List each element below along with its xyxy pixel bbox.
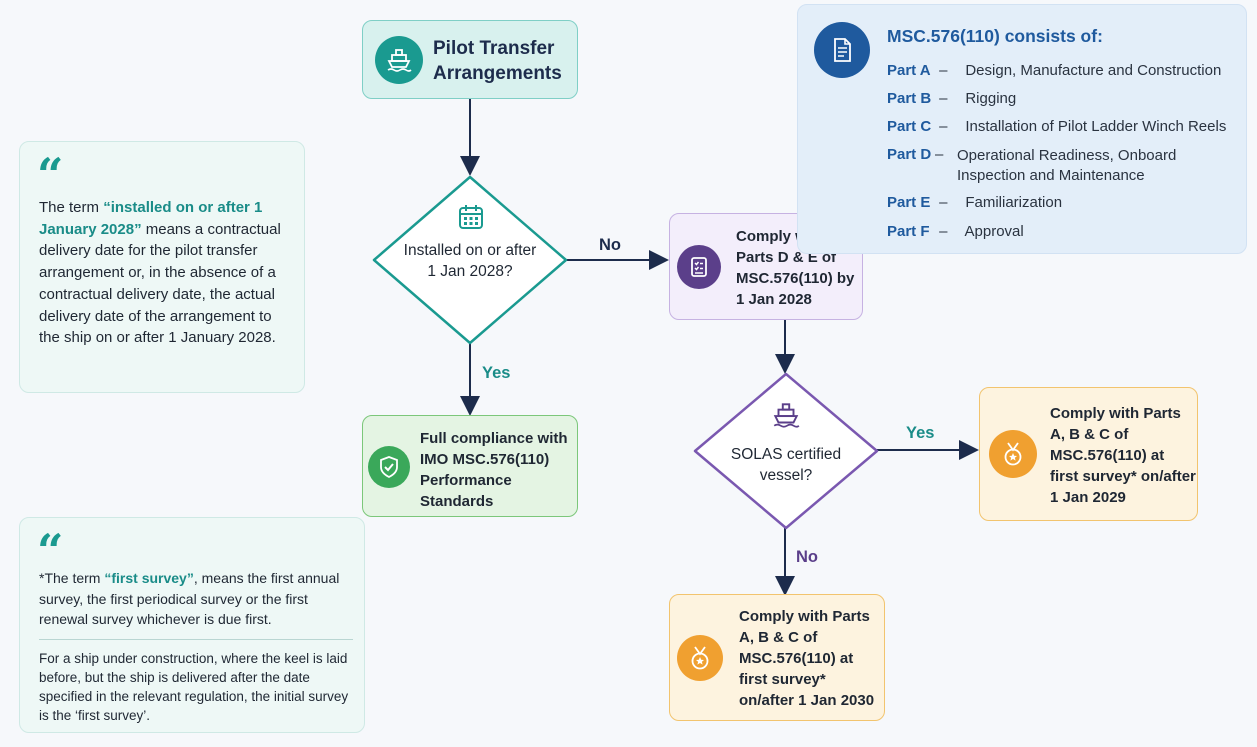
comply-abc-2029-text: Comply with Parts A, B & C of MSC.576(11… (1050, 405, 1196, 506)
quote2-highlight: “first survey” (104, 570, 194, 586)
comply-abc-2030-text: Comply with Parts A, B & C of MSC.576(11… (739, 608, 875, 709)
label-no-2: No (796, 548, 818, 566)
label-yes-1: Yes (482, 364, 511, 382)
part-row-b: Part B – Rigging (887, 90, 1017, 107)
quote-icon: “ (37, 148, 64, 202)
ship-icon (375, 36, 423, 84)
quote2-rest: , means the first annual survey, the fir… (39, 570, 340, 627)
shield-check-icon (368, 446, 410, 488)
part-row-d: Part D – Operational Readiness, Onboard … (887, 146, 1177, 184)
ship-icon-decision2 (771, 400, 801, 435)
quote1-rest: means a contractual delivery date for th… (39, 220, 281, 347)
calendar-icon (457, 203, 485, 236)
quote-box-first-survey: “ *The term “first survey”, means the fi… (19, 517, 365, 733)
start-title: Pilot Transfer Arrangements (433, 38, 562, 84)
medal-icon (677, 635, 723, 681)
quote-box-installed: “ The term “installed on or after 1 Janu… (19, 141, 305, 393)
start-node: Pilot Transfer Arrangements (362, 20, 578, 99)
decision2-text: SOLAS certified vessel? (730, 446, 842, 484)
full-compliance-text: Full compliance with IMO MSC.576(110) Pe… (420, 430, 568, 510)
decision2-diamond (693, 372, 879, 530)
quote2-prefix: *The term (39, 570, 105, 586)
parts-title: MSC.576(110) consists of: (887, 26, 1103, 46)
divider (39, 639, 353, 640)
part-row-f: Part F – Approval (887, 223, 1024, 240)
comply-abc-2029-node: Comply with Parts A, B & C of MSC.576(11… (979, 387, 1198, 521)
comply-abc-2030-node: Comply with Parts A, B & C of MSC.576(11… (669, 594, 885, 721)
quote1-prefix: The term (39, 199, 104, 216)
part-row-e: Part E – Familiarization (887, 194, 1063, 211)
label-no-1: No (599, 236, 621, 254)
full-compliance-node: Full compliance with IMO MSC.576(110) Pe… (362, 415, 578, 517)
document-icon (814, 22, 870, 78)
medal-icon (989, 430, 1037, 478)
part-row-a: Part A – Design, Manufacture and Constru… (887, 62, 1222, 79)
label-yes-2: Yes (906, 424, 935, 442)
quote1-text: The term “installed on or after 1 Januar… (39, 197, 291, 349)
decision1-text: Installed on or after 1 Jan 2028? (403, 242, 537, 280)
quote2-text: *The term “first survey”, means the firs… (39, 568, 357, 630)
quote-icon: “ (37, 524, 64, 578)
quote1-highlight: “installed on or after 1 January 2028” (39, 199, 263, 238)
checklist-icon (677, 245, 721, 289)
quote2-note: For a ship under construction, where the… (39, 651, 349, 723)
part-row-c: Part C – Installation of Pilot Ladder Wi… (887, 118, 1227, 135)
parts-panel (797, 4, 1247, 254)
decision1-diamond (372, 175, 568, 345)
